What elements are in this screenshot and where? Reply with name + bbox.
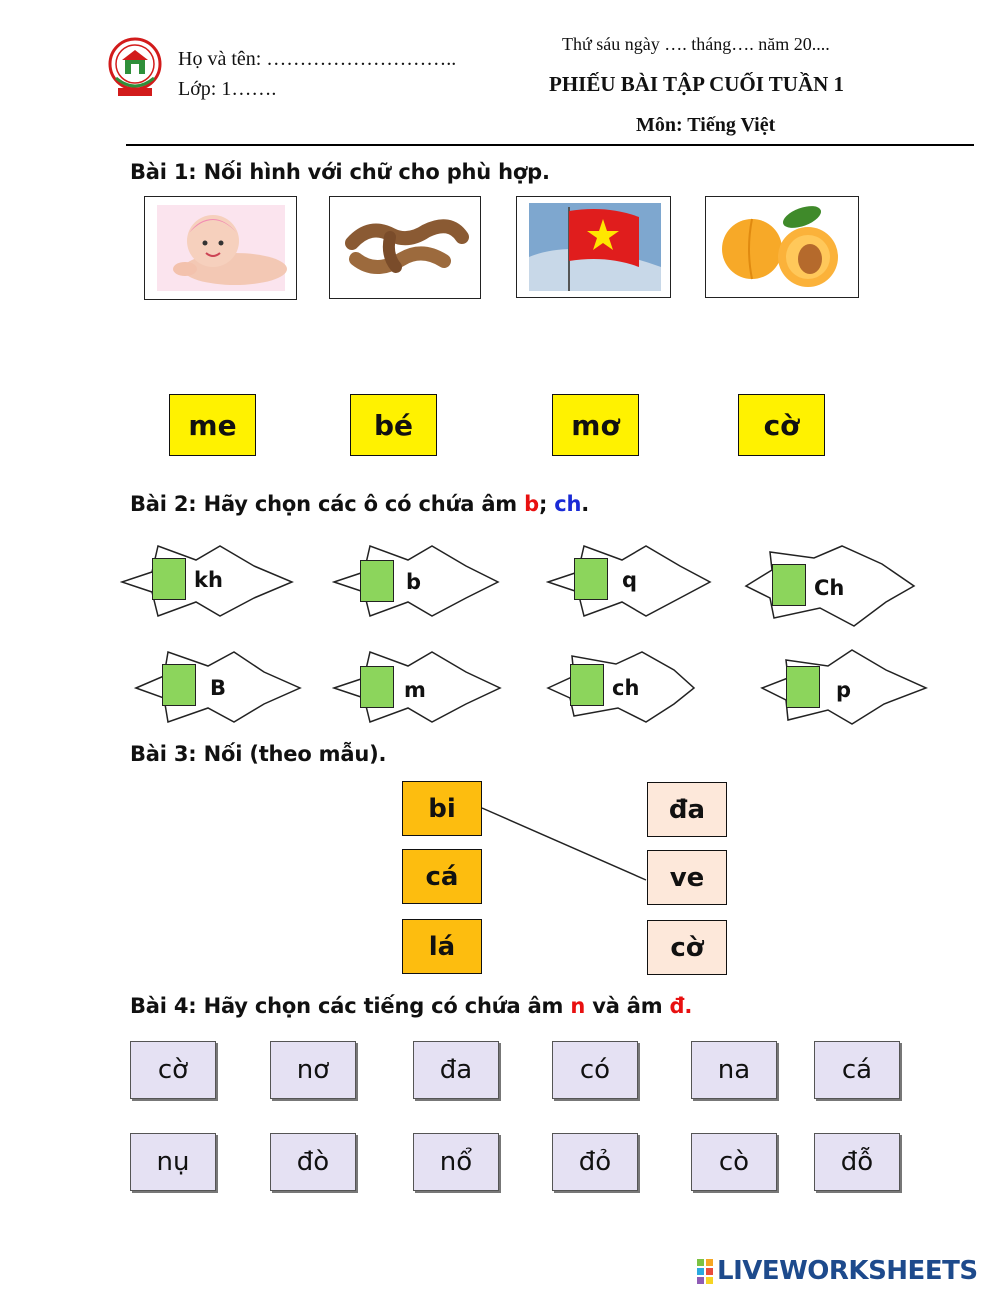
match-left-la[interactable]: lá — [402, 919, 482, 974]
syllable-box[interactable]: đa — [413, 1041, 499, 1099]
bai4-sound-n: n — [570, 994, 586, 1018]
match-right-da[interactable]: đa — [647, 782, 727, 837]
star-item-m: m — [332, 646, 508, 730]
check-box-q[interactable] — [574, 558, 608, 600]
liveworksheets-brand: LIVEWORKSHEETS — [696, 1254, 978, 1288]
header-divider — [126, 144, 974, 146]
star-label-p: p — [836, 678, 852, 702]
match-left-ca[interactable]: cá — [402, 849, 482, 904]
date-line: Thứ sáu ngày …. tháng…. năm 20.... — [562, 34, 830, 54]
syllable-box[interactable]: nụ — [130, 1133, 216, 1191]
word-box-mo[interactable]: mơ — [552, 394, 639, 456]
bai2-sound-ch: ch — [554, 492, 582, 516]
check-box-p[interactable] — [786, 666, 820, 708]
check-box-m[interactable] — [360, 666, 394, 708]
star-item-B: B — [134, 646, 310, 730]
baby-photo — [144, 196, 297, 300]
check-box-kh[interactable] — [152, 558, 186, 600]
word-box-me[interactable]: me — [169, 394, 256, 456]
subject-line: Môn: Tiếng Việt — [636, 114, 776, 136]
syllable-box[interactable]: nổ — [413, 1133, 499, 1191]
vietnam-flag-photo — [516, 196, 671, 298]
example-connector-line — [481, 807, 647, 881]
star-label-b: b — [406, 570, 422, 594]
star-label-m: m — [404, 678, 426, 702]
bai2-sound-b: b — [524, 492, 539, 516]
syllable-box[interactable]: cò — [691, 1133, 777, 1191]
liveworksheets-logo-icon — [696, 1258, 714, 1285]
match-right-ve[interactable]: ve — [647, 850, 727, 905]
syllable-box[interactable]: nơ — [270, 1041, 356, 1099]
apricot-photo — [705, 196, 859, 298]
star-label-Ch: Ch — [814, 576, 845, 600]
bai4-heading-middle: và âm — [585, 994, 670, 1018]
check-box-b[interactable] — [360, 560, 394, 602]
syllable-box[interactable]: đỏ — [552, 1133, 638, 1191]
star-item-b: b — [332, 540, 508, 624]
check-box-ch[interactable] — [570, 664, 604, 706]
syllable-box[interactable]: cờ — [130, 1041, 216, 1099]
check-box-B[interactable] — [162, 664, 196, 706]
word-box-be[interactable]: bé — [350, 394, 437, 456]
star-item-ch: ch — [546, 646, 722, 730]
syllable-box[interactable]: đò — [270, 1133, 356, 1191]
student-class-line: Lớp: 1……. — [178, 78, 277, 100]
star-label-B: B — [210, 676, 227, 700]
bai4-heading-text: Bài 4: Hãy chọn các tiếng có chứa âm — [130, 994, 571, 1018]
syllable-box[interactable]: na — [691, 1041, 777, 1099]
bai2-period: . — [581, 492, 590, 516]
tamarind-photo — [329, 196, 481, 299]
bai3-heading: Bài 3: Nối (theo mẫu). — [130, 742, 387, 766]
bai2-heading-text: Bài 2: Hãy chọn các ô có chứa âm — [130, 492, 525, 516]
star-item-q: q — [546, 540, 722, 624]
bai4-period: . — [684, 994, 693, 1018]
syllable-box[interactable]: đỗ — [814, 1133, 900, 1191]
syllable-box[interactable]: có — [552, 1041, 638, 1099]
word-box-co[interactable]: cờ — [738, 394, 825, 456]
star-item-kh: kh — [120, 540, 296, 624]
star-label-q: q — [622, 568, 638, 592]
sheet-title: PHIẾU BÀI TẬP CUỐI TUẦN 1 — [549, 72, 845, 96]
match-right-co[interactable]: cờ — [647, 920, 727, 975]
bai1-heading: Bài 1: Nối hình với chữ cho phù hợp. — [130, 160, 550, 184]
syllable-box[interactable]: cá — [814, 1041, 900, 1099]
bai4-heading: Bài 4: Hãy chọn các tiếng có chứa âm n v… — [130, 994, 692, 1018]
liveworksheets-wordmark: LIVEWORKSHEETS — [717, 1256, 978, 1286]
check-box-Ch[interactable] — [772, 564, 806, 606]
match-left-bi[interactable]: bi — [402, 781, 482, 836]
bai4-sound-d: đ — [669, 994, 685, 1018]
school-logo — [108, 34, 162, 104]
star-label-ch: ch — [612, 676, 640, 700]
star-item-Ch: Ch — [744, 542, 920, 627]
star-label-kh: kh — [194, 568, 223, 592]
bai2-separator: ; — [538, 492, 548, 516]
star-item-p: p — [760, 646, 936, 730]
bai2-heading: Bài 2: Hãy chọn các ô có chứa âm b; ch. — [130, 492, 589, 516]
student-name-line: Họ và tên: ……………………….. — [178, 48, 457, 70]
